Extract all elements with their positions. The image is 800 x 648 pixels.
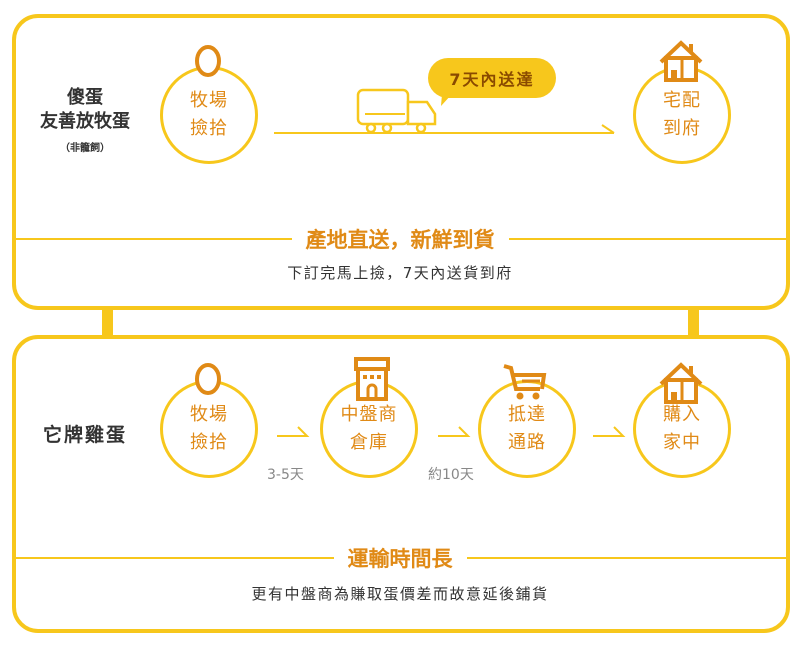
step-retail-channel: 抵達通路 xyxy=(478,380,576,478)
step-label: 撿拾 xyxy=(190,432,228,453)
step-label: 牧場 xyxy=(190,404,228,425)
delivery-line xyxy=(274,132,614,134)
step-label: 到府 xyxy=(663,118,701,139)
arrow-icon xyxy=(438,426,471,437)
subtitle-long-transit: 更有中盤商為賺取蛋價差而故意延後鋪貨 xyxy=(251,585,549,603)
warehouse-icon xyxy=(354,357,390,401)
slogan-text: 運輸時間長 xyxy=(333,546,467,571)
step-label: 購入 xyxy=(663,404,701,425)
step-home-delivery: 宅配到府 xyxy=(633,66,731,164)
brand-name: 傻蛋 xyxy=(67,87,103,108)
brand-tagline: 友善放牧蛋 xyxy=(40,111,130,132)
house-icon xyxy=(659,362,703,404)
slogan-long-transit: 運輸時間長 xyxy=(0,543,800,573)
subtitle-direct: 下訂完馬上撿，7天內送貨到府 xyxy=(287,264,513,282)
egg-icon xyxy=(195,363,221,395)
arrow-icon xyxy=(277,426,310,437)
step-label: 通路 xyxy=(508,432,546,453)
step-label: 倉庫 xyxy=(350,432,388,453)
brand-note: （非籠飼） xyxy=(60,143,110,154)
step-farm-pickup: 牧場撿拾 xyxy=(160,380,258,478)
step-label: 抵達 xyxy=(508,404,546,425)
egg-icon xyxy=(195,45,221,77)
step-label: 牧場 xyxy=(190,90,228,111)
duration-label: 3-5天 xyxy=(267,467,304,483)
connector-left xyxy=(102,308,113,338)
step-farm-pickup: 牧場撿拾 xyxy=(160,66,258,164)
connector-right xyxy=(688,308,699,338)
truck-icon xyxy=(356,88,437,134)
step-label: 中盤商 xyxy=(340,404,398,425)
step-label: 家中 xyxy=(663,432,701,453)
step-label: 撿拾 xyxy=(190,118,228,139)
duration-label: 約10天 xyxy=(428,467,474,483)
slogan-text: 產地直送，新鮮到貨 xyxy=(291,227,509,252)
bubble-tail xyxy=(441,94,452,106)
cart-icon xyxy=(503,364,547,400)
step-label: 宅配 xyxy=(663,90,701,111)
arrow-head-icon xyxy=(601,124,615,134)
brand-silly-egg: 傻蛋 友善放牧蛋 （非籠飼） xyxy=(30,86,140,161)
slogan-direct: 產地直送，新鮮到貨 xyxy=(0,224,800,254)
brand-other-eggs: 它牌雞蛋 xyxy=(42,424,127,446)
house-icon xyxy=(659,40,703,82)
delivery-bubble: 7天內送達 xyxy=(428,58,556,98)
arrow-icon xyxy=(593,426,626,437)
direct-delivery-panel xyxy=(12,14,790,310)
